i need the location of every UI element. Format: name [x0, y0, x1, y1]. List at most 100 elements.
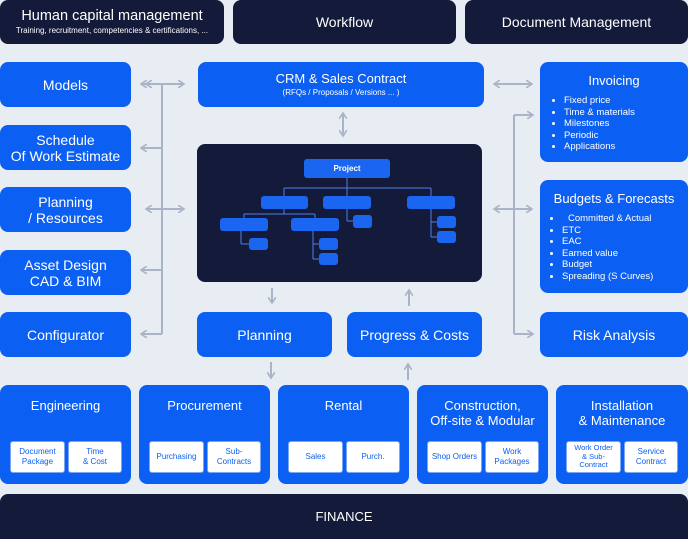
budgets-item: Spreading (S Curves) — [562, 271, 688, 283]
budgets-item: Budget — [562, 259, 688, 271]
construction-title-line1: Construction, — [444, 398, 521, 413]
budgets-box: Budgets & Forecasts Committed & Actual E… — [540, 180, 688, 293]
time-cost-line1: Time — [86, 447, 104, 456]
invoicing-item: Periodic — [564, 130, 688, 142]
tree-node — [323, 196, 371, 209]
installation-title-line2: & Maintenance — [578, 413, 666, 428]
purch-label: Purch. — [361, 452, 385, 461]
tree-node — [407, 196, 455, 209]
purch-button: Purch. — [346, 441, 400, 473]
invoicing-box: Invoicing Fixed price Time & materials M… — [540, 62, 688, 162]
document-package-line1: Document — [19, 447, 56, 456]
budgets-title: Budgets & Forecasts — [553, 191, 675, 206]
sub-contracts-line1: Sub- — [225, 447, 243, 456]
schedule-label-line2: Of Work Estimate — [10, 147, 121, 164]
invoicing-list: Fixed price Time & materials Milestones … — [540, 95, 688, 153]
time-cost-line2: & Cost — [82, 457, 107, 466]
work-packages-line1: Work — [502, 447, 522, 456]
invoicing-item: Applications — [564, 141, 688, 153]
hcm-box: Human capital management Training, recru… — [0, 0, 224, 44]
hcm-subtitle: Training, recruitment, competencies & ce… — [15, 26, 209, 35]
work-order-line3: Contract — [579, 460, 608, 470]
project-diagram: Project — [197, 144, 482, 282]
installation-title-line1: Installation — [590, 398, 654, 413]
finance-bar: FINANCE — [0, 494, 688, 539]
tree-node — [437, 216, 456, 228]
models-box: Models — [0, 62, 131, 107]
procurement-title: Procurement — [167, 398, 242, 413]
construction-box: Construction, Off-site & Modular Shop Or… — [417, 385, 548, 484]
asset-design-line1: Asset Design — [24, 256, 107, 273]
tree-node — [249, 238, 268, 250]
asset-design-box: Asset Design CAD & BIM — [0, 250, 131, 295]
configurator-label: Configurator — [26, 326, 105, 343]
document-package-line2: Package — [21, 457, 54, 466]
planning-resources-line1: Planning — [38, 193, 93, 210]
sales-label: Sales — [305, 452, 326, 461]
tree-node — [291, 218, 339, 231]
schedule-label-line1: Schedule — [36, 131, 95, 148]
document-management-box: Document Management — [465, 0, 688, 44]
planning-resources-box: Planning / Resources — [0, 187, 131, 232]
service-contract-button: Service Contract — [624, 441, 678, 473]
tree-node — [261, 196, 308, 209]
rental-title: Rental — [324, 398, 363, 413]
purchasing-label: Purchasing — [156, 452, 197, 461]
project-tree-lines — [240, 178, 437, 260]
work-order-line1: Work Order — [574, 443, 613, 453]
risk-analysis-label: Risk Analysis — [572, 326, 656, 343]
sub-contracts-line2: Contracts — [216, 457, 252, 466]
time-cost-button: Time & Cost — [68, 441, 122, 473]
configurator-box: Configurator — [0, 312, 131, 357]
engineering-box: Engineering Document Package Time & Cost — [0, 385, 131, 484]
project-node: Project — [304, 159, 390, 178]
work-order-line2: & Sub- — [582, 451, 605, 461]
work-packages-line2: Packages — [494, 457, 530, 466]
tree-node — [353, 215, 372, 228]
crm-subtitle: (RFQs / Proposals / Versions ... ) — [282, 88, 400, 97]
tree-node — [437, 231, 456, 243]
construction-title-line2: Off-site & Modular — [430, 413, 535, 428]
sub-contracts-button: Sub- Contracts — [207, 441, 261, 473]
planning-box: Planning — [197, 312, 332, 357]
engineering-title: Engineering — [30, 398, 101, 413]
invoicing-item: Milestones — [564, 118, 688, 130]
finance-label: FINANCE — [315, 509, 373, 524]
service-contract-line2: Contract — [635, 457, 667, 466]
workflow-label: Workflow — [315, 14, 374, 30]
progress-costs-box: Progress & Costs — [347, 312, 482, 357]
crm-title: CRM & Sales Contract — [275, 71, 407, 86]
invoicing-title: Invoicing — [588, 73, 640, 88]
work-packages-button: Work Packages — [485, 441, 539, 473]
document-management-label: Document Management — [501, 14, 652, 30]
shop-orders-label: Shop Orders — [431, 452, 478, 461]
work-order-button: Work Order & Sub- Contract — [566, 441, 621, 473]
budgets-list: Committed & Actual ETC EAC Earned value … — [540, 213, 688, 282]
schedule-box: Schedule Of Work Estimate — [0, 125, 131, 170]
planning-label: Planning — [237, 326, 292, 343]
progress-costs-label: Progress & Costs — [360, 326, 469, 343]
budgets-item: EAC — [562, 236, 688, 248]
installation-box: Installation & Maintenance Work Order & … — [556, 385, 688, 484]
service-contract-line1: Service — [637, 447, 665, 456]
tree-node — [220, 218, 268, 231]
construction-title: Construction, Off-site & Modular — [417, 398, 548, 428]
sales-button: Sales — [288, 441, 343, 473]
risk-analysis-box: Risk Analysis — [540, 312, 688, 357]
tree-node — [319, 238, 338, 250]
purchasing-button: Purchasing — [149, 441, 204, 473]
workflow-box: Workflow — [233, 0, 456, 44]
invoicing-item: Fixed price — [564, 95, 688, 107]
budgets-item: ETC — [562, 225, 688, 237]
installation-title: Installation & Maintenance — [556, 398, 688, 428]
shop-orders-button: Shop Orders — [427, 441, 482, 473]
invoicing-item: Time & materials — [564, 107, 688, 119]
budgets-item: Earned value — [562, 248, 688, 260]
models-label: Models — [42, 76, 89, 93]
hcm-title: Human capital management — [21, 8, 203, 24]
planning-resources-line2: / Resources — [28, 209, 103, 226]
project-label: Project — [333, 164, 361, 173]
tree-node — [319, 253, 338, 265]
budgets-item: Committed & Actual — [562, 213, 688, 225]
